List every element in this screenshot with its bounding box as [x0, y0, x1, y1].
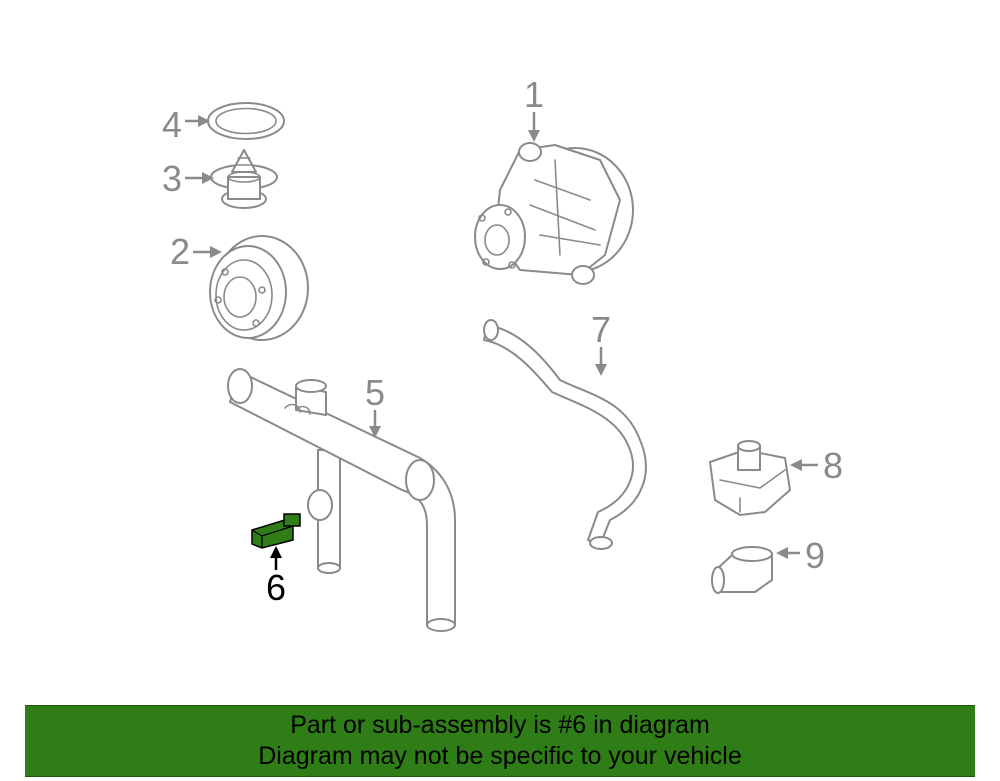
callout-9: 9 [776, 535, 825, 576]
callout-number: 6 [266, 567, 286, 608]
callout-8: 8 [790, 445, 843, 486]
banner-line-2: Diagram may not be specific to your vehi… [258, 742, 742, 770]
callout-number: 8 [823, 445, 843, 486]
info-banner: Part or sub-assembly is #6 in diagram Di… [25, 705, 975, 777]
part-6-sensor[interactable] [251, 513, 301, 549]
callout-1: 1 [524, 74, 544, 142]
part-1-water-pump[interactable] [474, 142, 634, 285]
part-4-gasket[interactable] [207, 102, 285, 140]
part-8-outlet-housing[interactable] [709, 440, 791, 516]
parts-diagram: 1 2 3 4 5 6 7 8 9 [162, 74, 843, 632]
part-2-pulley[interactable] [209, 235, 309, 341]
callout-5: 5 [365, 372, 385, 438]
callout-6: 6 [266, 546, 286, 608]
part-5-pipe[interactable] [227, 368, 456, 632]
callout-7: 7 [591, 309, 611, 376]
callout-number: 9 [805, 535, 825, 576]
callout-4: 4 [162, 104, 210, 145]
callout-2: 2 [170, 231, 222, 272]
part-7-hose[interactable] [483, 319, 647, 550]
callout-number: 1 [524, 74, 544, 115]
callout-number: 7 [591, 309, 611, 350]
callout-3: 3 [162, 158, 214, 199]
banner-line-1: Part or sub-assembly is #6 in diagram [290, 711, 710, 739]
callout-number: 4 [162, 104, 182, 145]
part-3-thermostat[interactable] [210, 149, 278, 209]
part-9-elbow[interactable] [711, 546, 773, 594]
callout-number: 5 [365, 372, 385, 413]
callout-number: 3 [162, 158, 182, 199]
callout-number: 2 [170, 231, 190, 272]
